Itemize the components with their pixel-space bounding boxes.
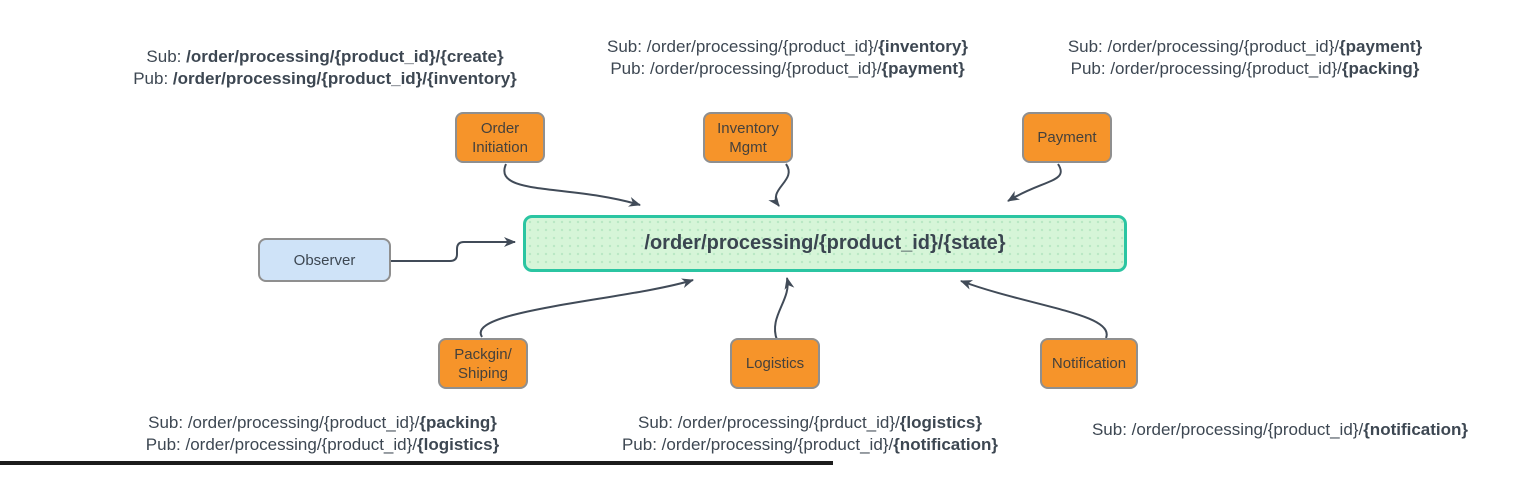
annotation-line: Sub: /order/processing/{product_id}/{not…	[1091, 420, 1469, 439]
connector-payment-to-topic	[1007, 163, 1062, 202]
node-inventory-mgmt: Inventory Mgmt	[703, 112, 793, 163]
node-label: Initiation	[472, 138, 528, 156]
node-label: Packgin/	[454, 345, 512, 363]
node-label: Mgmt	[729, 138, 767, 156]
topic-label: /order/processing/{product_id}/{state}	[644, 232, 1006, 254]
connector-packgin-shiping-to-topic	[479, 278, 694, 338]
annotation-line: Sub: /order/processing/{prduct_id}/{logi…	[638, 413, 982, 432]
node-label: Order	[480, 119, 520, 137]
annotation-line: Pub: /order/processing/{product_id}/{pay…	[610, 59, 965, 78]
topic-state-bar: /order/processing/{product_id}/{state}	[523, 215, 1127, 272]
node-order-initiation: Order Initiation	[455, 112, 545, 163]
annotation-line: Pub: /order/processing/{product_id}/{log…	[145, 435, 500, 454]
node-notification: Notification	[1040, 338, 1138, 389]
annotation-line: Sub: /order/processing/{product_id}/{inv…	[607, 37, 968, 56]
annotation-line: Sub: /order/processing/{product_id}/{pay…	[1067, 37, 1423, 56]
bottom-artifact-line	[0, 461, 833, 465]
annotation-line: Sub: /order/processing/{product_id}/{cre…	[146, 47, 504, 66]
connector-order-initiation-to-topic	[503, 163, 641, 207]
connector-notification-to-topic	[960, 280, 1108, 339]
node-packgin-shiping: Packgin/ Shiping	[438, 338, 528, 389]
connector-logistics-to-topic	[774, 277, 795, 341]
node-label: Notification	[1051, 355, 1127, 372]
annotation-logistics: Sub: /order/processing/{prduct_id}/{logi…	[580, 412, 1040, 456]
node-logistics: Logistics	[730, 338, 820, 389]
node-label: Logistics	[745, 355, 805, 372]
node-label: Observer	[293, 251, 356, 269]
annotation-inventory-mgmt: Sub: /order/processing/{product_id}/{inv…	[560, 36, 1015, 80]
node-label: Inventory	[717, 119, 779, 137]
node-label: Payment	[1037, 129, 1097, 146]
connector-observer-to-topic	[391, 237, 516, 262]
annotation-line: Pub: /order/processing/{product_id}/{inv…	[133, 69, 517, 88]
annotation-line: Sub: /order/processing/{product_id}/{pac…	[148, 413, 497, 432]
annotation-notification: Sub: /order/processing/{product_id}/{not…	[1055, 419, 1505, 441]
annotation-line: Pub: /order/processing/{product_id}/{pac…	[1070, 59, 1420, 78]
node-payment: Payment	[1022, 112, 1112, 163]
annotation-payment: Sub: /order/processing/{product_id}/{pay…	[1015, 36, 1475, 80]
annotation-packgin-shiping: Sub: /order/processing/{product_id}/{pac…	[95, 412, 550, 456]
connector-inventory-mgmt-to-topic	[768, 163, 790, 207]
annotation-order-initiation: Sub: /order/processing/{product_id}/{cre…	[110, 46, 540, 90]
annotation-line: Pub: /order/processing/{product_id}/{not…	[621, 435, 999, 454]
node-label: Shiping	[457, 364, 509, 382]
node-observer: Observer	[258, 238, 391, 282]
